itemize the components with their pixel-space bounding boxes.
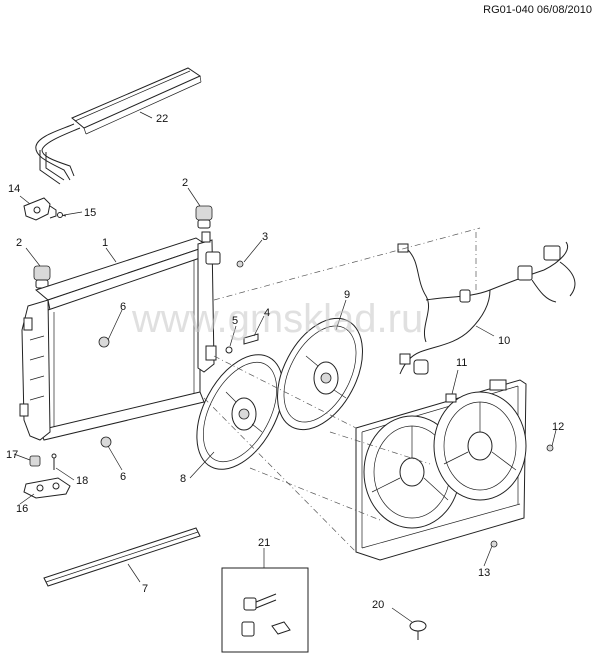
callout-15: 15 — [84, 207, 96, 219]
callout-4: 4 — [264, 307, 270, 319]
callout-6-lower: 6 — [120, 471, 126, 483]
fan-shroud — [355, 379, 527, 561]
figure-reference: RG01-040 06/08/2010 — [483, 4, 592, 16]
callout-11: 11 — [456, 357, 467, 369]
callout-18: 18 — [76, 475, 88, 487]
shroud-bolts — [490, 444, 554, 548]
callout-7: 7 — [142, 583, 148, 595]
callout-2-right: 2 — [182, 177, 188, 189]
callout-10: 10 — [498, 335, 510, 347]
push-clip — [409, 620, 427, 640]
callout-20: 20 — [372, 599, 384, 611]
callout-16: 16 — [16, 503, 28, 515]
lower-bracket — [23, 453, 71, 499]
radiator — [19, 231, 221, 448]
callout-17: 17 — [6, 449, 18, 461]
callout-6-upper: 6 — [120, 301, 126, 313]
callout-13: 13 — [478, 567, 490, 579]
assembly-lines — [203, 227, 481, 553]
wiring-harness — [397, 241, 576, 375]
small-fasteners — [225, 260, 259, 354]
radiator-insulators — [33, 205, 213, 289]
seal-strip — [43, 527, 201, 587]
callout-5: 5 — [232, 315, 238, 327]
cooler-bracket — [23, 197, 67, 221]
callout-3: 3 — [262, 231, 268, 243]
callout-8: 8 — [180, 473, 186, 485]
callout-21: 22 — [156, 113, 168, 125]
callout-1: 1 — [102, 237, 108, 249]
callout-14: 14 — [8, 183, 20, 195]
fastener-kit — [221, 567, 309, 653]
oil-cooler — [35, 67, 202, 185]
cooling-fan-rear — [277, 317, 363, 431]
leader-lines — [13, 111, 557, 623]
callout-9: 9 — [344, 289, 350, 301]
watermark: www.gmsklad.ru — [131, 297, 423, 341]
callout-numbers: 22 1 2 2 3 4 5 6 6 7 8 9 10 11 12 13 14 … — [6, 113, 564, 611]
callout-22: 21 — [258, 537, 270, 549]
callout-12: 12 — [552, 421, 564, 433]
cooling-fan-front — [196, 354, 284, 470]
callout-2-left: 2 — [16, 237, 22, 249]
